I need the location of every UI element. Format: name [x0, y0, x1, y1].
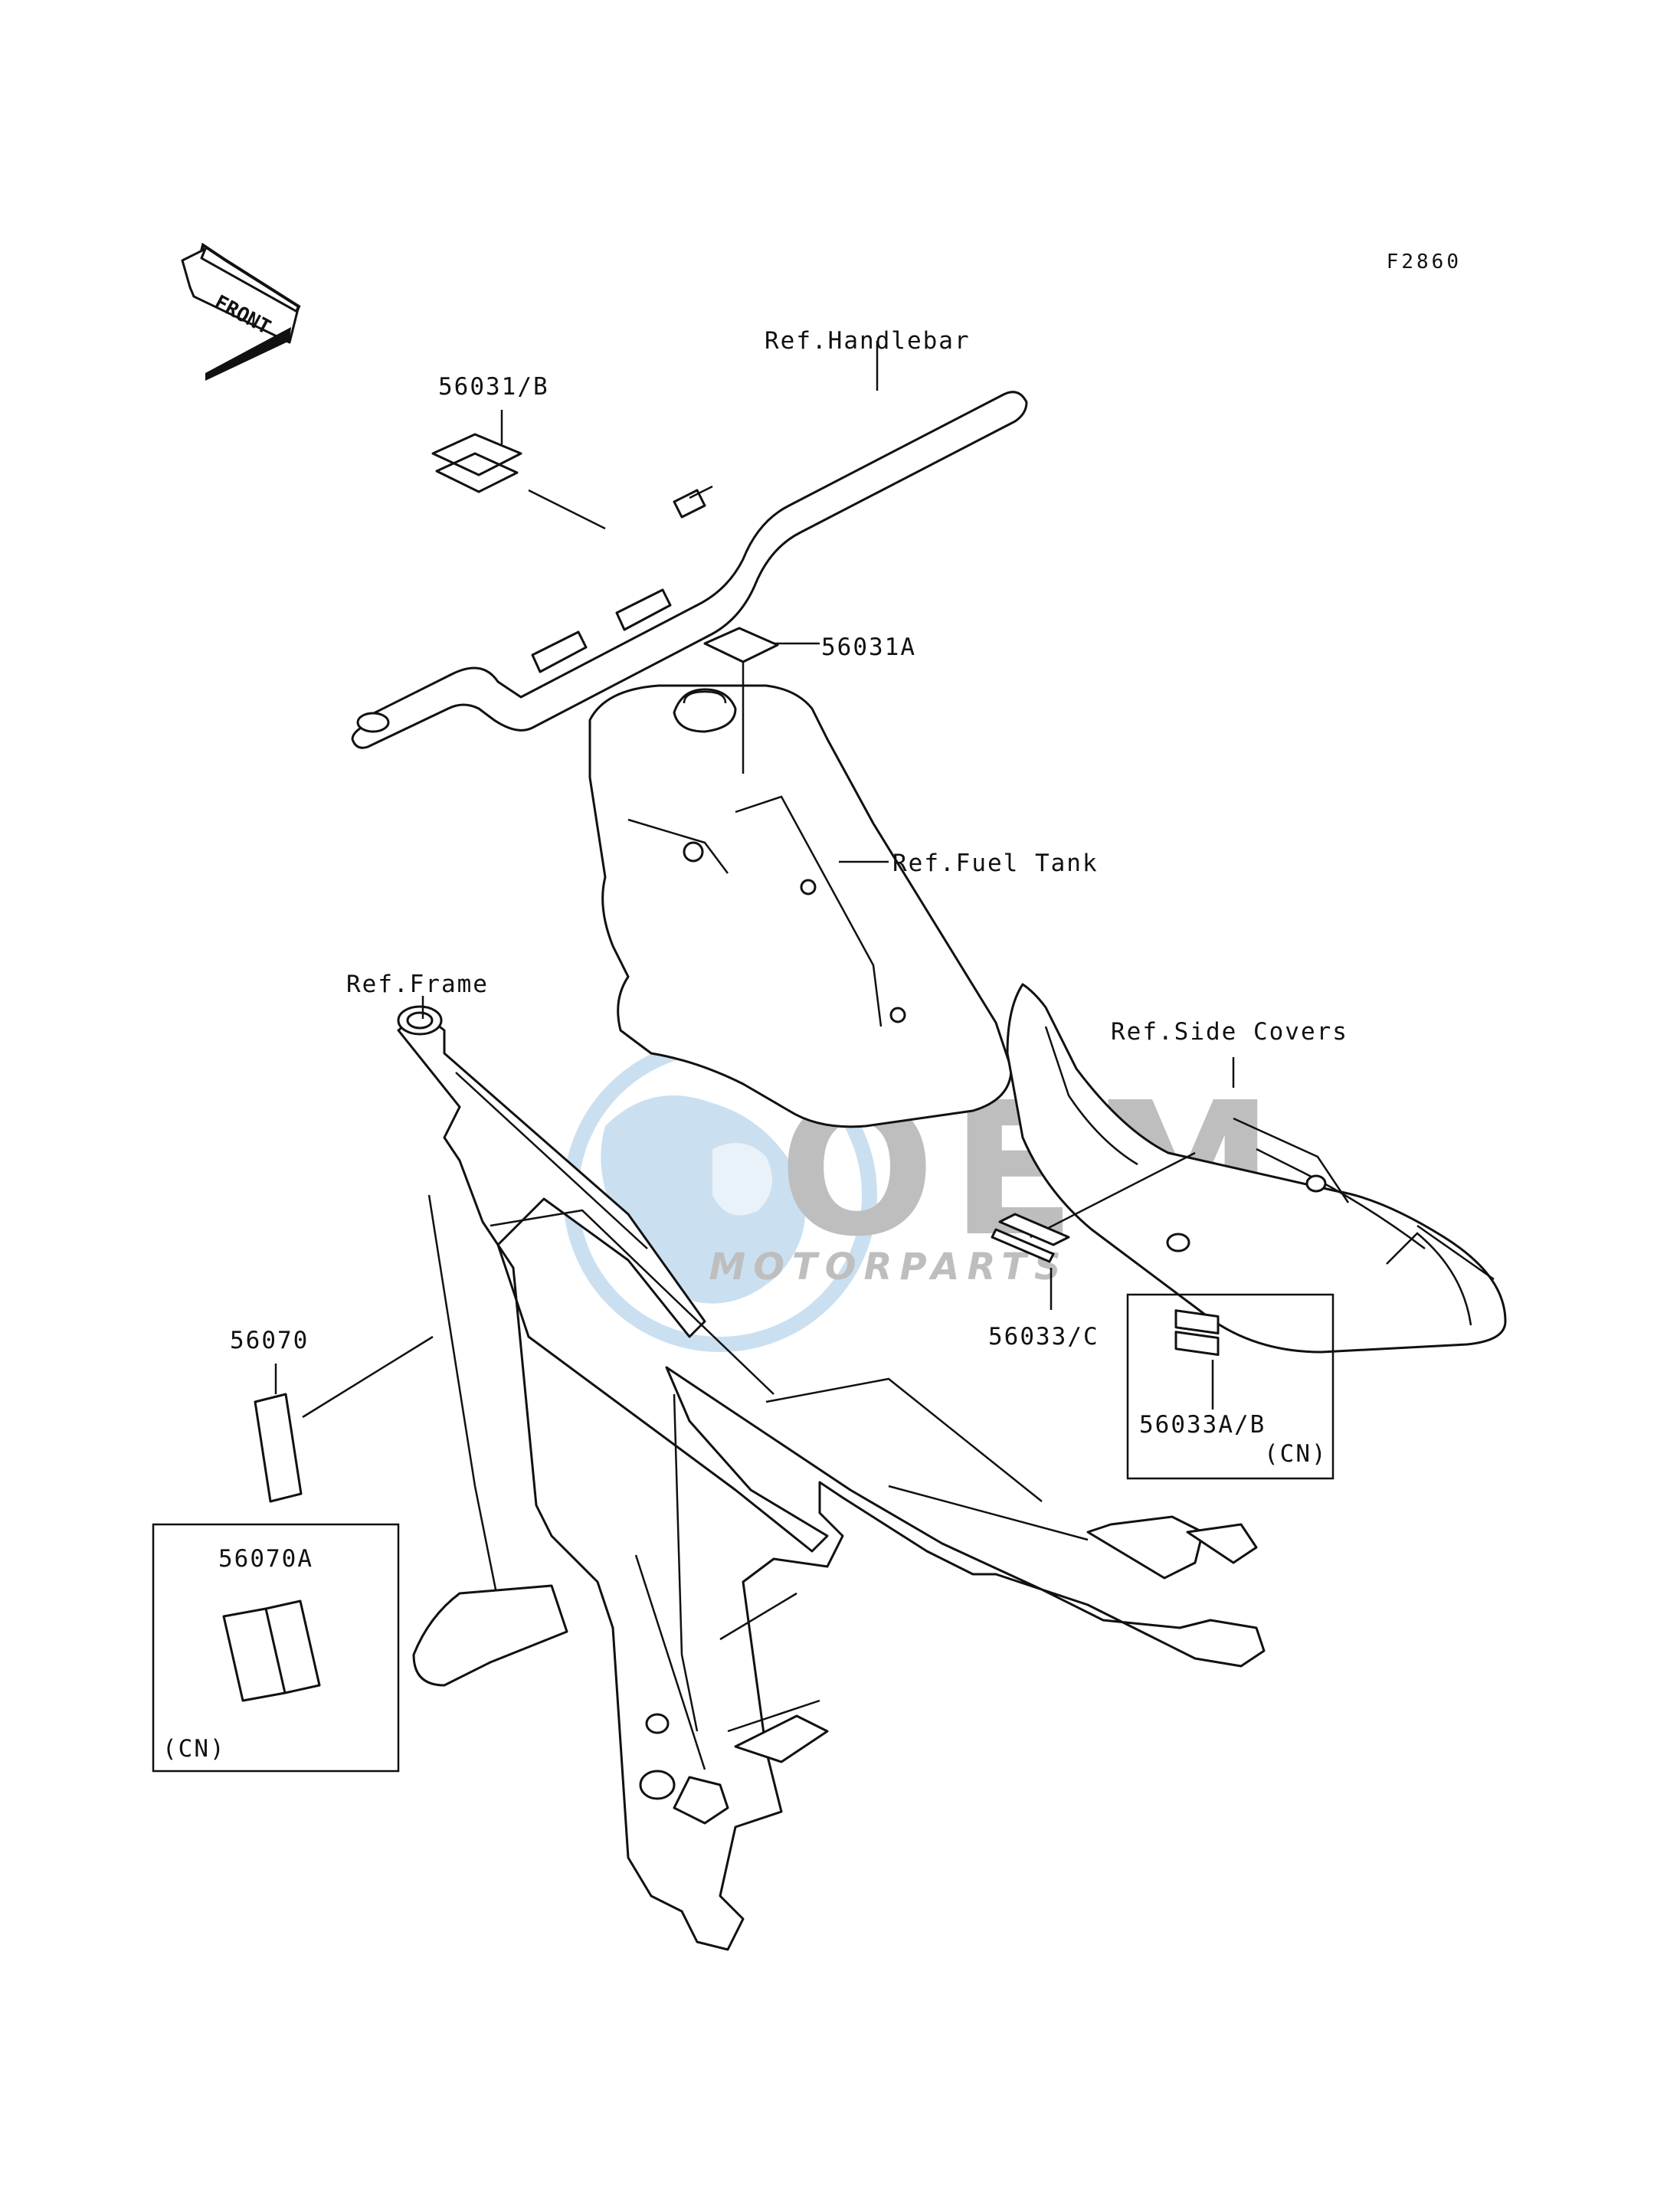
- sticker-56070: [254, 1393, 303, 1503]
- watermark-sub: MOTORPARTS: [709, 1246, 1068, 1288]
- handlebar: [351, 391, 1028, 749]
- box-56033ab: [1126, 1293, 1335, 1480]
- frame: [397, 1005, 1266, 1951]
- box-56070a: [152, 1523, 400, 1773]
- sticker-56033ab: [1174, 1309, 1220, 1356]
- diagram-code: F2860: [1387, 250, 1462, 273]
- label-ref-fuel-tank: Ref.Fuel Tank: [892, 850, 1099, 877]
- fuel-tank: [588, 684, 1013, 1128]
- label-56031b: 56031/B: [438, 373, 549, 401]
- label-ref-side-covers: Ref.Side Covers: [1111, 1018, 1348, 1046]
- label-56033c: 56033/C: [988, 1323, 1099, 1351]
- side-covers: [1006, 983, 1507, 1354]
- label-56033ab: 56033A/B: [1139, 1411, 1266, 1439]
- label-cn-left: (CN): [162, 1735, 226, 1763]
- sticker-56033c: [991, 1213, 1070, 1263]
- leader-lines: [274, 341, 1235, 1419]
- label-56070: 56070: [230, 1327, 309, 1354]
- sticker-56070a: [222, 1599, 321, 1702]
- label-ref-handlebar: Ref.Handlebar: [765, 327, 971, 355]
- label-56070a: 56070A: [218, 1545, 313, 1573]
- label-cn-right: (CN): [1264, 1440, 1328, 1468]
- label-ref-frame: Ref.Frame: [346, 971, 489, 998]
- labels: Ref.Handlebar 56031/B 56031A Ref.Fuel Ta…: [152, 327, 1348, 1773]
- sticker-56031b: [431, 433, 522, 493]
- label-56031a: 56031A: [821, 634, 916, 661]
- sticker-56031a: [703, 627, 779, 663]
- front-arrow-icon: FRONT: [181, 242, 301, 381]
